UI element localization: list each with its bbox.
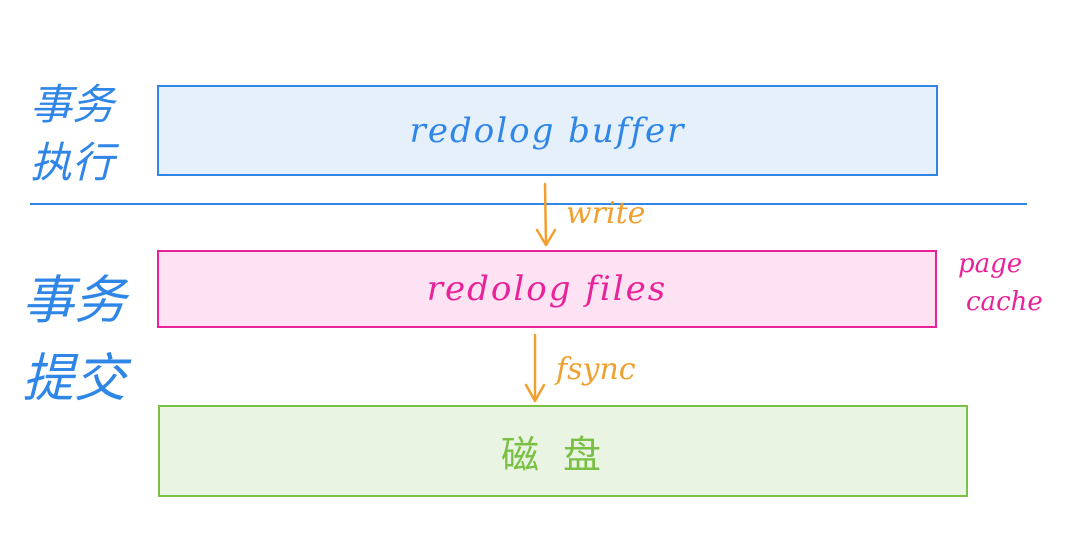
- redolog-buffer-label: redolog buffer: [409, 110, 686, 151]
- transaction-commit-label: 事务 提交: [22, 271, 127, 409]
- fsync-arrow-icon: [524, 333, 546, 403]
- redolog-buffer-box: redolog buffer: [157, 85, 938, 176]
- phase-divider-line: [30, 203, 1027, 205]
- disk-label: 磁盘: [500, 432, 625, 477]
- page-cache-annotation: page cache: [958, 245, 1058, 321]
- write-label: write: [566, 196, 646, 231]
- fsync-label: fsync: [556, 352, 636, 387]
- page-cache-line-1: page: [958, 249, 1023, 279]
- redolog-files-box: redolog files: [157, 250, 937, 328]
- write-arrow-icon: [535, 182, 557, 247]
- disk-box: 磁盘: [158, 405, 968, 497]
- page-cache-line-2: cache: [966, 287, 1043, 317]
- transaction-execute-label: 事务 执行: [29, 80, 114, 187]
- redolog-files-label: redolog files: [426, 269, 668, 309]
